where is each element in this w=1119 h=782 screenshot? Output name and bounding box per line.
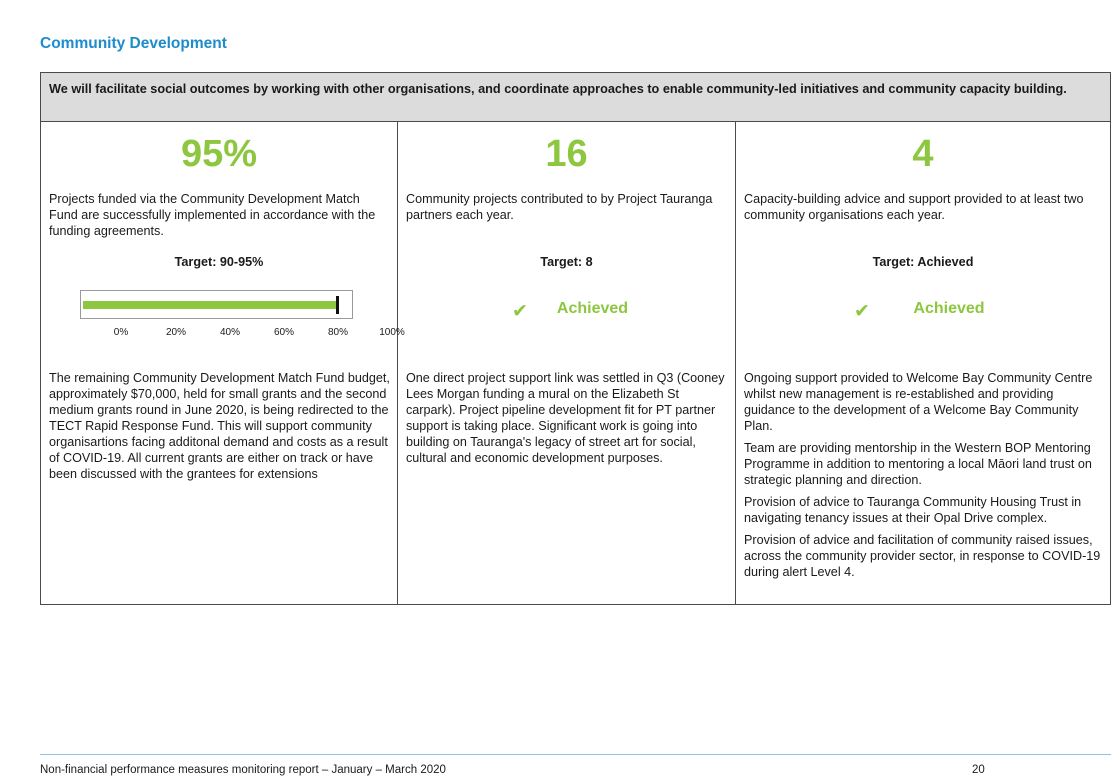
measure-value: 95%	[180, 133, 258, 175]
measures-panel: We will facilitate social outcomes by wo…	[40, 72, 1111, 605]
measure-value: 16	[545, 133, 588, 175]
progress-tick: 20%	[165, 327, 187, 338]
commentary-paragraph: The remaining Community Development Matc…	[49, 371, 390, 481]
progress-marker	[336, 296, 339, 314]
measure-commentary: Ongoing support provided to Welcome Bay …	[744, 370, 1104, 586]
status-achieved: ✔ Achieved	[736, 300, 1110, 322]
progress-axis: 0% 20% 40% 60% 80% 100%	[41, 327, 405, 341]
measure-target: Target: 8	[540, 255, 593, 269]
page-title: Community Development	[40, 35, 227, 52]
measure-target: Target: Achieved	[872, 255, 974, 269]
commentary-paragraph: Provision of advice and facilitation of …	[744, 533, 1101, 579]
progress-tick: 100%	[379, 327, 405, 338]
measures-columns: 95% Projects funded via the Community De…	[41, 122, 1110, 604]
progress-bar	[80, 290, 353, 319]
progress-fill	[83, 301, 337, 309]
check-icon: ✔	[512, 301, 528, 322]
measure-commentary: One direct project support link was sett…	[406, 370, 729, 472]
footer-divider	[40, 754, 1111, 755]
progress-tick: 80%	[327, 327, 349, 338]
measure-description: Projects funded via the Community Develo…	[49, 192, 376, 238]
status-label: Achieved	[556, 300, 629, 317]
measure-target: Target: 90-95%	[174, 255, 264, 269]
goal-statement: We will facilitate social outcomes by wo…	[41, 73, 1110, 122]
commentary-paragraph: One direct project support link was sett…	[406, 371, 725, 465]
measure-column-2: 16 Community projects contributed to by …	[398, 122, 736, 604]
measure-value: 4	[912, 133, 934, 175]
measure-commentary: The remaining Community Development Matc…	[49, 370, 391, 488]
check-icon: ✔	[854, 301, 870, 322]
measure-column-3: 4 Capacity-building advice and support p…	[736, 122, 1110, 604]
footer-report-title: Non-financial performance measures monit…	[40, 764, 446, 776]
measure-description: Capacity-building advice and support pro…	[744, 192, 1084, 222]
commentary-paragraph: Ongoing support provided to Welcome Bay …	[744, 371, 1093, 433]
measure-description: Community projects contributed to by Pro…	[406, 192, 713, 222]
page-number: 20	[972, 764, 985, 776]
status-achieved: ✔ Achieved	[398, 300, 735, 322]
progress-tick: 0%	[113, 327, 129, 338]
progress-tick: 60%	[273, 327, 295, 338]
commentary-paragraph: Team are providing mentorship in the Wes…	[744, 441, 1092, 487]
commentary-paragraph: Provision of advice to Tauranga Communit…	[744, 495, 1082, 525]
measure-column-1: 95% Projects funded via the Community De…	[41, 122, 405, 604]
progress-tick: 40%	[219, 327, 241, 338]
status-label: Achieved	[913, 300, 985, 317]
